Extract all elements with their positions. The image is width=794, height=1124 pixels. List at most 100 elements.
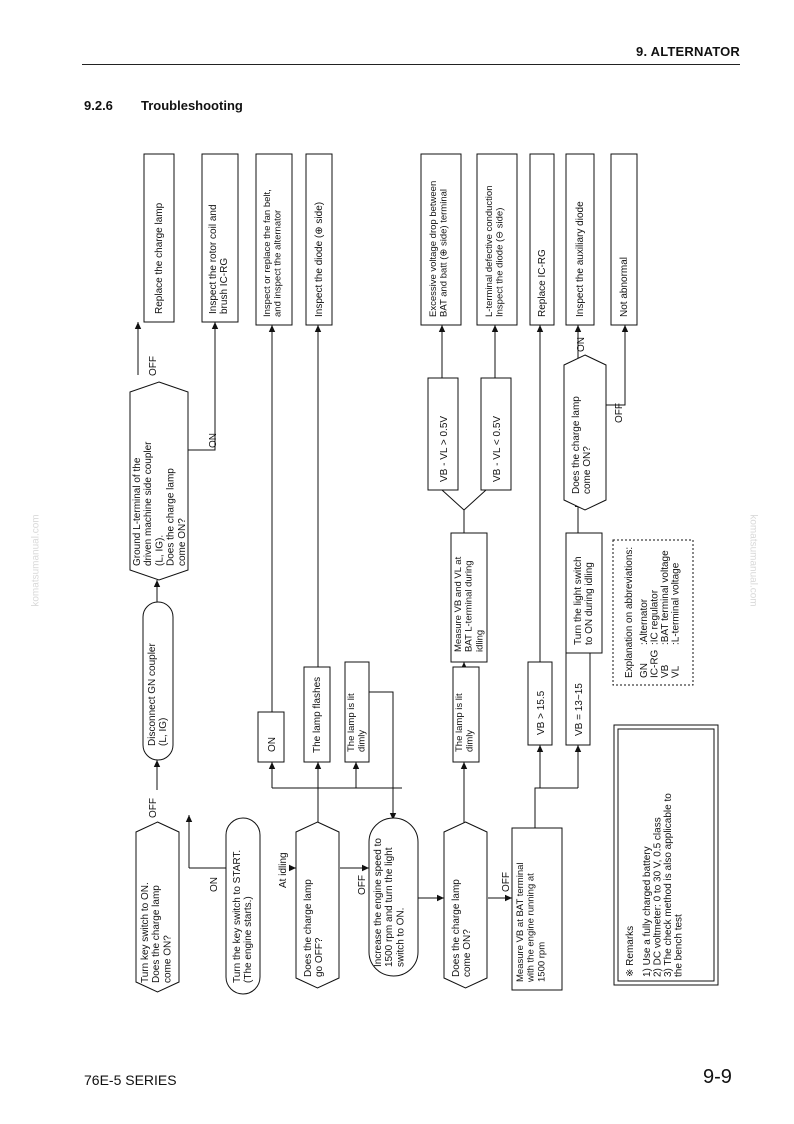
condition-vb-13-15 — [565, 652, 591, 746]
edge-off-1-line: OFF — [148, 798, 159, 818]
text-inspect-rotor: Inspect the rotor coil andbrush IC-RG — [208, 204, 230, 314]
text-lamp-lit-dimly-2-line: The lamp is lit — [454, 693, 465, 752]
abbreviations-title: Explanation on abbreviations: — [624, 547, 635, 678]
result-l-terminal-defect — [476, 153, 518, 326]
text-measure-vb-bat: Measure VB at BAT terminalwith the engin… — [515, 862, 547, 983]
text-lamp-lit-dimly-2-line: dimly — [465, 730, 476, 752]
abbreviation-desc: :IC regulator — [650, 589, 661, 645]
abbreviation-term: VL — [671, 665, 682, 678]
text-measure-vb-bat-line: with the engine running at — [526, 873, 537, 983]
section-number: 9.2.6 — [84, 98, 113, 113]
text-lamp-lit-dimly-1-line: dimly — [357, 730, 368, 752]
edge-on-1: ON — [209, 877, 220, 892]
process-measure-vb-vl — [450, 532, 488, 663]
text-key-start: Turn the key switch to START.(The engine… — [232, 850, 254, 983]
text-measure-vb-bat-line: 1500 rpm — [536, 942, 547, 982]
edge-on-idle-line: ON — [576, 337, 587, 352]
text-replace-lamp-line: Replace the charge lamp — [154, 202, 165, 314]
process-measure-vb-bat — [511, 827, 563, 991]
text-increase-speed: Increase the engine speed to1500 rpm and… — [373, 838, 406, 967]
result-not-abnormal — [610, 153, 638, 326]
text-on: ON — [267, 737, 278, 752]
result-replace-icrg — [529, 153, 555, 326]
condition-lamp-lit-dimly-1 — [344, 661, 370, 763]
process-light-switch-idle — [565, 532, 603, 654]
edge-off-2-line: OFF — [357, 875, 368, 895]
abbreviation-desc: :BAT terminal voltage — [660, 550, 671, 645]
edge-at-idling: At idling — [278, 852, 289, 888]
text-not-abnormal-line: Not abnormal — [619, 257, 630, 317]
edge-on-ground-line: ON — [208, 433, 219, 448]
condition-on — [257, 711, 285, 763]
text-inspect-fanbelt-line: and inspect the alternator — [273, 210, 284, 317]
text-ground-l-line: Does the charge lamp — [166, 468, 177, 566]
remarks-title: ※ Remarks — [625, 926, 636, 977]
text-inspect-fanbelt-line: Inspect or replace the fan belt, — [262, 189, 273, 317]
edge-off-3-line: OFF — [501, 872, 512, 892]
text-vb-vl-lt-line: VB - VL < 0.5V — [492, 416, 503, 482]
text-key-on: Turn key switch to ON.Does the charge la… — [140, 882, 173, 983]
footer-series: 76E-5 SERIES — [84, 1072, 177, 1088]
text-inspect-fanbelt: Inspect or replace the fan belt,and insp… — [262, 189, 284, 317]
edge-on-idle: ON — [576, 337, 587, 352]
remarks-line: 2) DC voltmeter: 0 to 30 V, 0.5 class — [653, 817, 664, 977]
text-replace-icrg-line: Replace IC-RG — [537, 249, 548, 317]
text-inspect-rotor-line: Inspect the rotor coil and — [208, 204, 219, 314]
header-rule — [82, 64, 740, 65]
text-key-start-line: Turn the key switch to START. — [232, 850, 243, 983]
text-lamp-flashes-line: The lamp flashes — [312, 677, 323, 753]
text-inspect-rotor-line: brush IC-RG — [219, 258, 230, 314]
result-inspect-aux-diode — [565, 153, 595, 326]
text-lamp-off: Does the charge lampgo OFF? — [303, 879, 325, 977]
abbreviation-term: VB — [660, 664, 671, 678]
text-excessive-drop-line: BAT and batt (⊕ side) terminal — [439, 189, 450, 317]
text-inspect-aux-diode-line: Inspect the auxiliary diode — [575, 201, 586, 317]
connectors — [134, 322, 629, 902]
text-measure-vb-vl: Measure VB and VL atBAT L-terminal durin… — [453, 556, 485, 652]
text-ground-l-line: driven machine side coupler — [143, 441, 154, 566]
decision-key-start — [225, 817, 261, 995]
text-disconnect-gn: Disconnect GN coupler(L, IG) — [147, 643, 169, 746]
text-lamp-on-again-line: come ON? — [462, 929, 473, 977]
text-excessive-drop-line: Excessive voltage drop between — [428, 181, 439, 317]
condition-vb-gt-15-5 — [527, 661, 553, 746]
text-measure-vb-vl-line: Measure VB and VL at — [453, 556, 464, 652]
text-inspect-aux-diode: Inspect the auxiliary diode — [575, 201, 586, 317]
text-vb-vl-lt: VB - VL < 0.5V — [492, 416, 503, 482]
abbreviation-desc: :L-terminal voltage — [671, 562, 682, 645]
text-replace-lamp: Replace the charge lamp — [154, 202, 165, 314]
remarks-title-line: ※ Remarks — [625, 926, 636, 977]
text-vb-gt-15-5: VB > 15.5 — [536, 690, 547, 735]
result-replace-lamp — [143, 153, 175, 323]
result-inspect-rotor — [201, 153, 239, 323]
text-ground-l-line: Ground L-terminal of the — [132, 457, 143, 566]
text-measure-vb-vl-line: idling — [474, 630, 485, 652]
edge-off-ground: OFF — [148, 356, 159, 376]
text-lamp-off-line: Does the charge lamp — [303, 879, 314, 977]
remarks-line: the bench test — [674, 914, 685, 977]
result-inspect-diode-plus — [305, 153, 333, 326]
condition-lamp-flashes — [303, 666, 331, 763]
text-excessive-drop: Excessive voltage drop betweenBAT and ba… — [428, 181, 450, 317]
text-vb-vl-gt: VB - VL > 0.5V — [439, 416, 450, 482]
text-replace-icrg: Replace IC-RG — [537, 249, 548, 317]
edge-on-ground: ON — [208, 433, 219, 448]
text-key-on-line: come ON? — [162, 935, 173, 983]
result-excessive-drop — [420, 153, 462, 326]
text-key-on-line: Turn key switch to ON. — [140, 882, 151, 983]
text-light-switch-idle-line: to ON during idling — [584, 562, 595, 645]
text-key-start-line: (The engine starts.) — [243, 896, 254, 983]
edge-off-idle: OFF — [614, 403, 625, 423]
abbreviations-box — [612, 539, 694, 686]
decision-lamp-on-again — [443, 821, 488, 989]
text-lamp-on-idle-line: Does the charge lamp — [571, 396, 582, 494]
text-l-terminal-defect: L-terminal defective conductionInspect t… — [484, 186, 506, 318]
text-lamp-lit-dimly-2: The lamp is litdimly — [454, 693, 476, 752]
text-ground-l: Ground L-terminal of thedriven machine s… — [132, 441, 188, 566]
process-increase-speed — [368, 817, 419, 977]
edge-at-idling-line: At idling — [278, 852, 289, 888]
edge-off-idle-line: OFF — [614, 403, 625, 423]
footer-page-number: 9-9 — [703, 1066, 732, 1088]
decision-key-on — [135, 821, 180, 993]
